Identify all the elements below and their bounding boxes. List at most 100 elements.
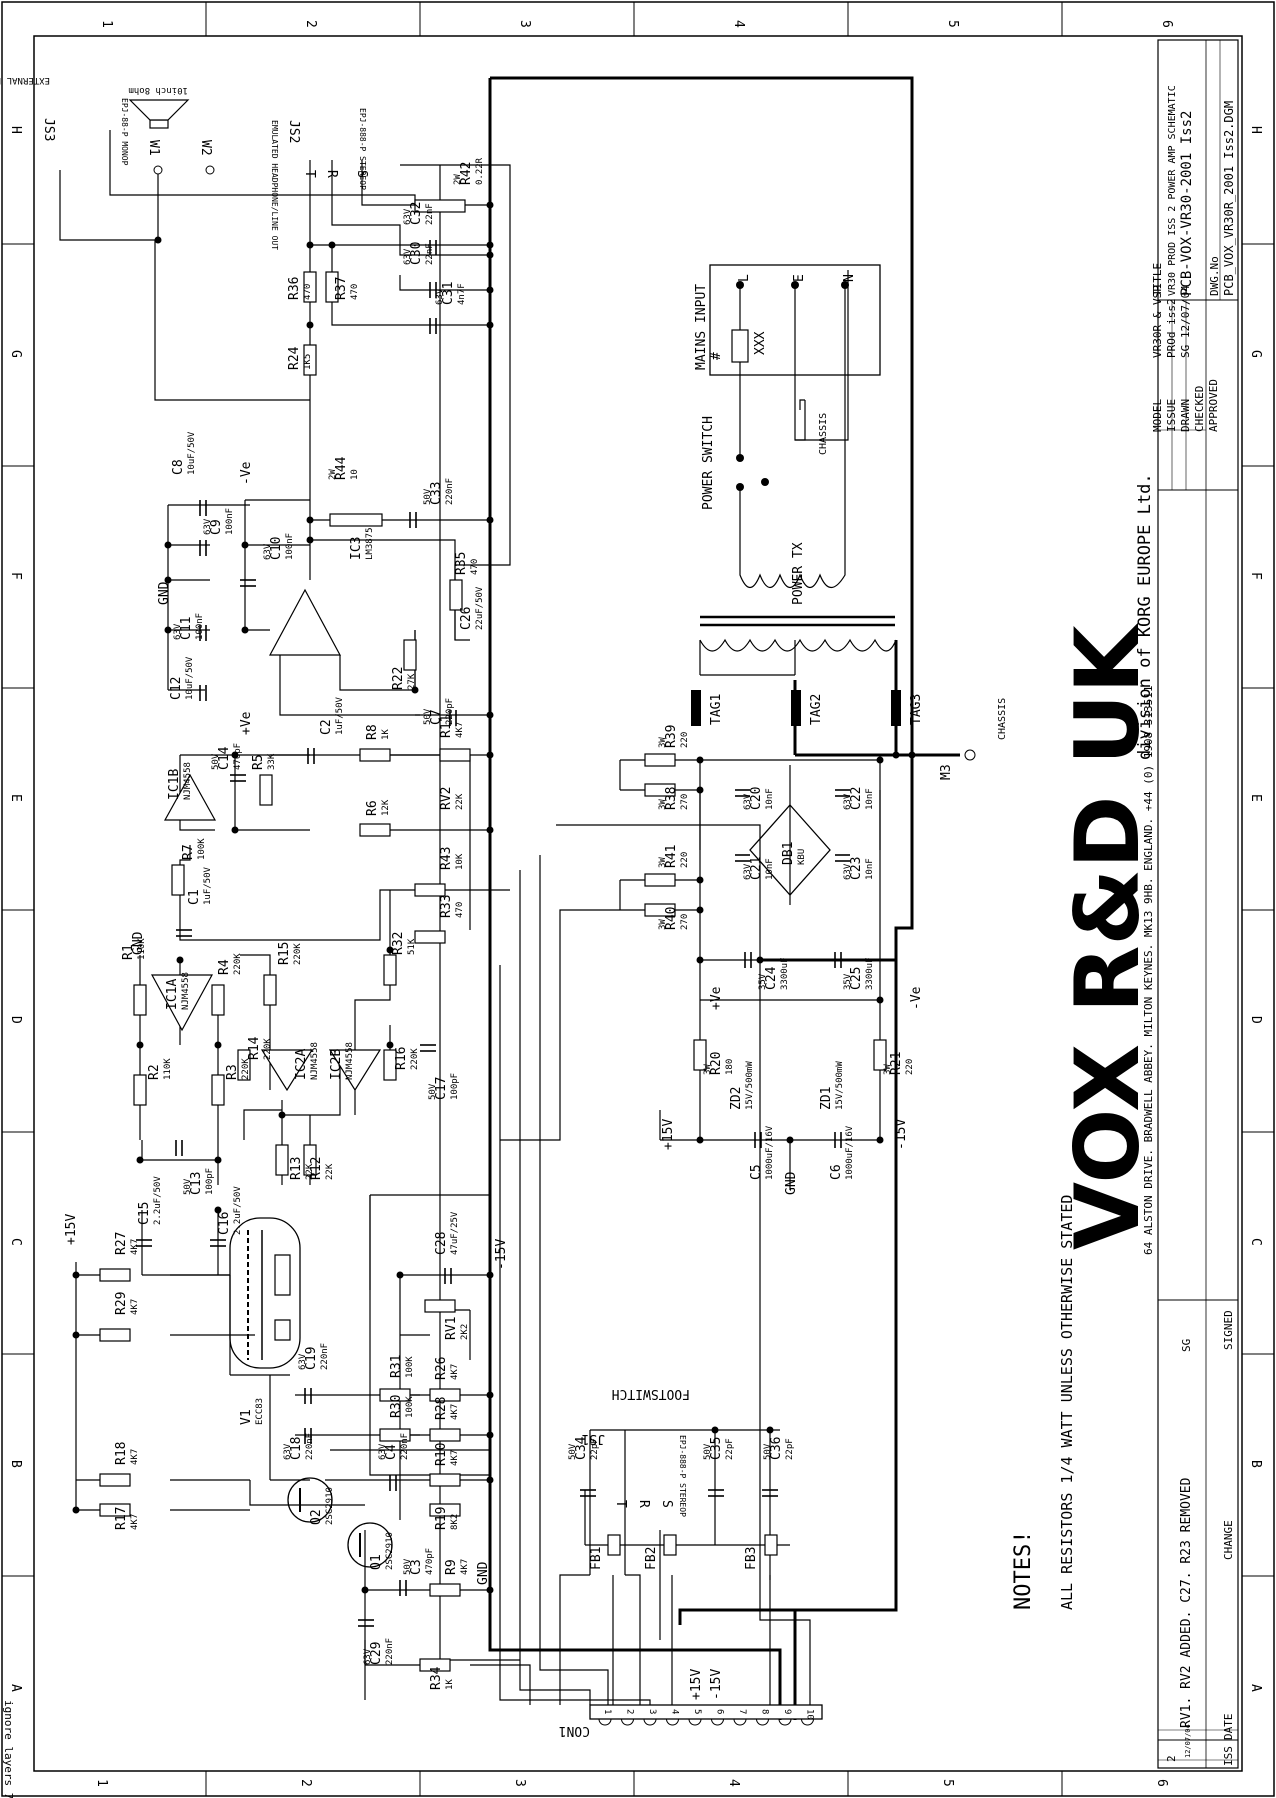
comp-value-r5: 33K: [267, 753, 277, 770]
js2-label: JS2: [286, 120, 301, 143]
wiring: [59, 76, 960, 1720]
rev-signed: SG: [1180, 1339, 1193, 1352]
con1-pin-arc: [666, 1718, 679, 1726]
rev-hdr-change: CHANGE: [1222, 1520, 1235, 1560]
comp-value-c13: 100pF: [205, 1168, 215, 1195]
approved-label: APPROVED: [1207, 379, 1220, 432]
comp-ref-r2: R2: [147, 1064, 162, 1080]
comp-value-r39: 220: [680, 732, 690, 748]
js2-t: T: [302, 170, 317, 178]
comp-value-c34: 22pF: [590, 1438, 600, 1460]
comp-value-r37: 470: [350, 284, 360, 300]
comp-value-c9: 100nF: [225, 508, 235, 535]
comp-rating-r40: 3W: [658, 919, 668, 930]
comp-value-c2: 1uF/50V: [335, 696, 345, 735]
comp-ref-ic2a: IC2A: [294, 1049, 309, 1080]
comp-value-r43: 10K: [455, 853, 465, 870]
grid-row-h-right: H: [1248, 126, 1263, 134]
mains-e: E: [792, 274, 807, 282]
comp-ref-c24: C24: [764, 966, 779, 990]
js1-s: S: [659, 1500, 674, 1508]
con1-pin-arc: [598, 1718, 612, 1726]
comp-ref-r12: R12: [309, 1157, 324, 1180]
notes-line1: ALL RESISTORS 1/4 WATT UNLESS OTHERWISE …: [1058, 1195, 1076, 1610]
issue-label: ISSUE: [1165, 399, 1178, 432]
power-switch-label: POWER SWITCH: [701, 416, 716, 510]
comp-value-c18: 220nF: [305, 1433, 315, 1460]
comp-rating-c11: 63V: [173, 623, 183, 640]
comp-rating-r20: 3W: [703, 1064, 713, 1075]
grid-row-f-left: F: [8, 572, 23, 580]
comp-value-r7: 100K: [197, 838, 207, 860]
comp-value-r22: 27K: [407, 673, 417, 690]
rail-pos15-mid: +15V: [661, 1119, 676, 1150]
js2-part: EPJ-888-P STEREOP: [358, 108, 367, 190]
comp-value-c26: 22uF/50V: [475, 586, 485, 630]
con1-pin-9: 9: [782, 1709, 792, 1714]
comp-rating-r41: 3W: [658, 857, 668, 868]
comp-value-r17: 4K7: [130, 1514, 140, 1530]
comp-ref-c18: C18: [289, 1437, 304, 1460]
comp-value-rv1: 2K2: [460, 1324, 470, 1340]
rail-nve-mid: -Ve: [909, 986, 924, 1010]
js3-label: JS3: [41, 118, 56, 141]
comp-ref-db1: DB1: [781, 842, 796, 865]
grid-col-2-top: 2: [303, 20, 318, 28]
dwg-value: PCB_VOX_VR30R_2001 Iss2.DGM: [1222, 101, 1236, 296]
comp-ref-r40: R40: [664, 907, 679, 930]
comp-value-c10: 100nF: [285, 533, 295, 560]
comp-value-r2: 110K: [163, 1058, 173, 1080]
comp-value-rv2: 22K: [455, 793, 465, 810]
comp-ref-c25: C25: [849, 967, 864, 990]
comp-value-ic2a: NJM4558: [310, 1042, 320, 1080]
comp-ref-r28: R28: [434, 1397, 449, 1420]
mains-title: MAINS INPUT: [694, 284, 709, 370]
rail-neg15-valve: -15V: [494, 1239, 509, 1270]
comp-value-db1: KBU: [797, 849, 807, 865]
transistors: [287, 1477, 393, 1568]
comp-value-zd2: 15V/500mW: [745, 1061, 755, 1110]
comp-ref-r5: R5: [251, 754, 266, 770]
comp-ref-c5: C5: [749, 1164, 764, 1180]
comp-ref-c12: C12: [169, 677, 184, 700]
comp-ref-r1: R1: [121, 944, 136, 960]
comp-ref-r13: R13: [289, 1157, 304, 1180]
fuse-mark: #: [709, 352, 724, 360]
comp-ref-v1: V1: [239, 1409, 254, 1425]
comp-value-c25: 3300uF: [865, 957, 875, 990]
comp-ref-r22: R22: [391, 667, 406, 690]
comp-value-c31: 4n7F: [457, 283, 467, 305]
power-tx-label: POWER TX: [791, 542, 806, 605]
comp-ref-r30: R30: [389, 1395, 404, 1418]
comp-ref-c10: C10: [269, 537, 284, 560]
con1-pin-3: 3: [647, 1709, 657, 1714]
comp-ref-c15: C15: [137, 1202, 152, 1225]
grid-row-d-right: D: [1248, 1016, 1263, 1024]
comp-ref-r6: R6: [365, 800, 380, 816]
inner-frame: [33, 35, 1243, 1772]
grid-row-f-right: F: [1248, 572, 1263, 580]
comp-rating-c33: 50V: [423, 488, 433, 505]
comp-ref-ic1b: IC1B: [167, 769, 182, 800]
js2-s: S: [354, 170, 369, 178]
con1-pin-6: 6: [715, 1709, 725, 1714]
comp-value-r16: 220K: [410, 1048, 420, 1070]
comp-ref-r20: R20: [709, 1052, 724, 1075]
comp-value-r40: 270: [680, 914, 690, 930]
comp-value-r9: 4K7: [460, 1559, 470, 1575]
comp-rating-c4: 63V: [378, 1443, 388, 1460]
comp-ref-c33: C33: [429, 482, 444, 505]
comp-value-r6: 12K: [381, 799, 391, 816]
comp-value-r24: 1K5: [303, 354, 313, 370]
dwg-label: DWG.No: [1208, 256, 1221, 296]
comp-ref-r41: R41: [664, 845, 679, 868]
rev-hdr-signed: SIGNED: [1222, 1310, 1235, 1350]
comp-ref-ic2b: IC2B: [329, 1049, 344, 1080]
comp-rating-c9: 63V: [203, 518, 213, 535]
rail-pve-mid: +Ve: [709, 986, 724, 1010]
js1-part: EPJ-888-P STEREOP: [678, 1435, 687, 1517]
comp-ref-c4: C4: [384, 1444, 399, 1460]
ext-speaker-label: EXTERNAL LOUDSPEAKER: [0, 75, 50, 85]
comp-ref-c9: C9: [209, 519, 224, 535]
